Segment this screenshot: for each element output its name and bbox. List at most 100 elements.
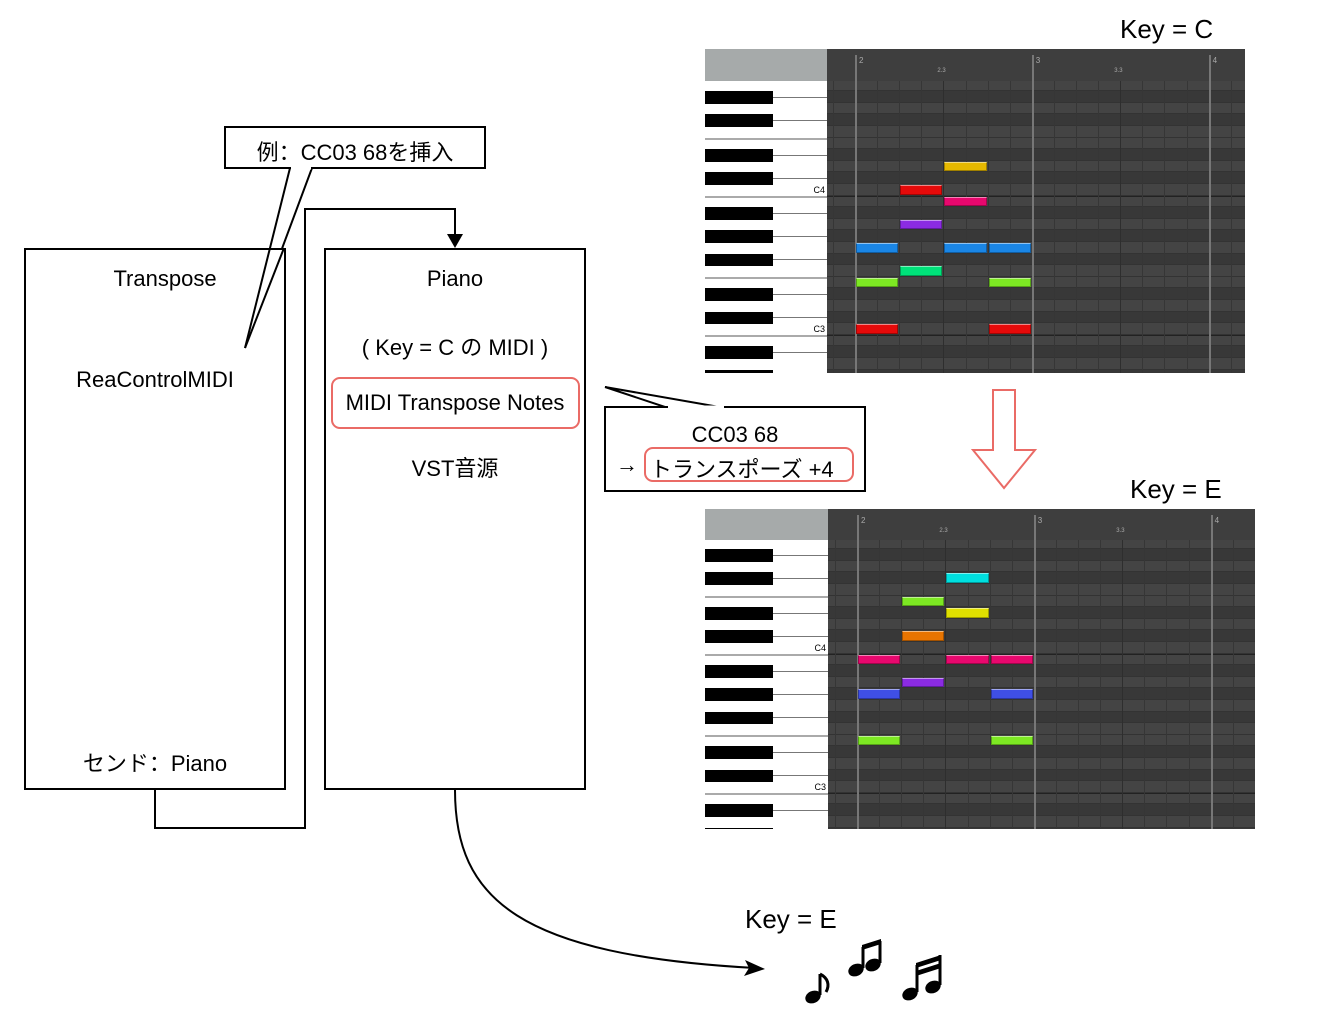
ruler-bar-3: 3	[1037, 516, 1043, 525]
black-key[interactable]	[705, 746, 773, 759]
audio-output-arrowhead	[744, 960, 765, 976]
bar-line	[855, 55, 857, 373]
black-key[interactable]	[705, 230, 773, 243]
black-key[interactable]	[705, 172, 773, 185]
piano-track-title: Piano	[426, 266, 484, 291]
key-divider	[773, 775, 828, 777]
ruler-sub-3.3: 3.3	[1114, 68, 1123, 74]
black-key[interactable]	[705, 711, 773, 725]
black-key[interactable]	[705, 346, 773, 359]
callout-right-line2: トランスポーズ +4	[650, 457, 834, 482]
black-key[interactable]	[705, 288, 773, 301]
grid-row	[827, 323, 1245, 335]
send-route-arrowhead	[447, 234, 463, 248]
midi-note-Cs4[interactable]	[902, 631, 945, 641]
roll-header	[705, 49, 827, 81]
grid-row	[828, 618, 1255, 631]
midi-transpose-notes-highlight[interactable]	[331, 377, 580, 429]
grid-row	[828, 804, 1255, 816]
midi-transpose-notes-plugin[interactable]: MIDI Transpose Notes	[345, 390, 565, 415]
octave-line	[827, 334, 1245, 336]
black-key[interactable]	[705, 114, 773, 127]
midi-note-A3[interactable]	[902, 677, 945, 688]
callout-right-line1: CC03 68	[691, 422, 779, 447]
midi-note-E3[interactable]	[856, 277, 899, 288]
black-key[interactable]	[705, 804, 773, 817]
ruler[interactable]	[827, 49, 1245, 81]
midi-note-A3[interactable]	[900, 219, 943, 230]
bar-line	[1208, 55, 1211, 373]
key-divider	[705, 653, 828, 656]
black-key[interactable]	[705, 369, 773, 373]
key-divider	[773, 671, 828, 672]
midi-note-C3[interactable]	[856, 324, 899, 334]
black-key[interactable]	[705, 769, 773, 783]
midi-note-Fs4[interactable]	[946, 573, 989, 583]
ruler-sub-3.3: 3.3	[1116, 528, 1125, 534]
midi-note-G3[interactable]	[856, 243, 899, 253]
ruler[interactable]	[828, 509, 1255, 540]
black-key[interactable]	[705, 688, 773, 701]
octave-line	[827, 195, 1245, 197]
midi-note-B3[interactable]	[858, 654, 901, 665]
octave-label-C4: C4	[813, 185, 825, 195]
grid-row	[827, 288, 1245, 300]
grid-row	[828, 584, 1255, 596]
black-key[interactable]	[705, 827, 773, 829]
midi-note-C3[interactable]	[988, 324, 1031, 334]
roll-top-key-label: Key = C	[1120, 14, 1214, 44]
black-key[interactable]	[705, 572, 773, 585]
reacontrolmidi-plugin[interactable]: ReaControlMIDI	[76, 367, 234, 392]
grid-line	[1078, 540, 1079, 829]
black-key[interactable]	[705, 665, 773, 678]
midi-note-C4[interactable]	[900, 185, 943, 195]
transpose-track[interactable]	[24, 248, 286, 790]
grid-row	[828, 746, 1255, 758]
midi-note-B3[interactable]	[946, 654, 989, 665]
midi-note-F3[interactable]	[900, 266, 943, 276]
piano-track-subtitle: ( Key = C の MIDI )	[361, 335, 549, 360]
black-key[interactable]	[705, 549, 773, 562]
black-key[interactable]	[705, 91, 773, 104]
grid-row	[827, 253, 1245, 266]
key-divider	[773, 636, 828, 638]
midi-note-E3[interactable]	[990, 735, 1033, 746]
midi-note-E4[interactable]	[902, 596, 945, 607]
midi-note-G3[interactable]	[988, 243, 1031, 253]
grid-row	[827, 114, 1245, 126]
midi-note-Gs3[interactable]	[858, 689, 901, 699]
midi-note-B3[interactable]	[944, 196, 987, 207]
black-key[interactable]	[705, 149, 773, 162]
midi-note-Gs3[interactable]	[990, 689, 1033, 699]
grid-line	[1120, 81, 1122, 373]
key-divider	[773, 213, 827, 214]
piano-track[interactable]	[324, 248, 586, 790]
black-key[interactable]	[705, 607, 773, 620]
black-key[interactable]	[705, 630, 773, 643]
midi-note-B3[interactable]	[990, 654, 1033, 665]
key-divider	[773, 578, 828, 580]
midi-note-E3[interactable]	[988, 277, 1031, 288]
transpose-track-title: Transpose	[113, 266, 217, 291]
midi-note-E3[interactable]	[858, 735, 901, 746]
grid-row	[828, 781, 1255, 793]
grid-row	[827, 265, 1245, 277]
black-key[interactable]	[705, 253, 773, 267]
roll-header	[705, 509, 828, 540]
black-key[interactable]	[705, 207, 773, 220]
grid-row	[827, 230, 1245, 242]
black-key[interactable]	[705, 311, 773, 325]
midi-note-D4[interactable]	[944, 161, 987, 172]
send-to-piano-label: センド：Piano	[82, 751, 228, 776]
key-divider	[773, 694, 828, 696]
grid-row	[827, 102, 1245, 115]
output-key-label: Key = E	[745, 904, 837, 934]
midi-note-Ds4[interactable]	[946, 608, 989, 618]
midi-note-G3[interactable]	[944, 243, 987, 253]
